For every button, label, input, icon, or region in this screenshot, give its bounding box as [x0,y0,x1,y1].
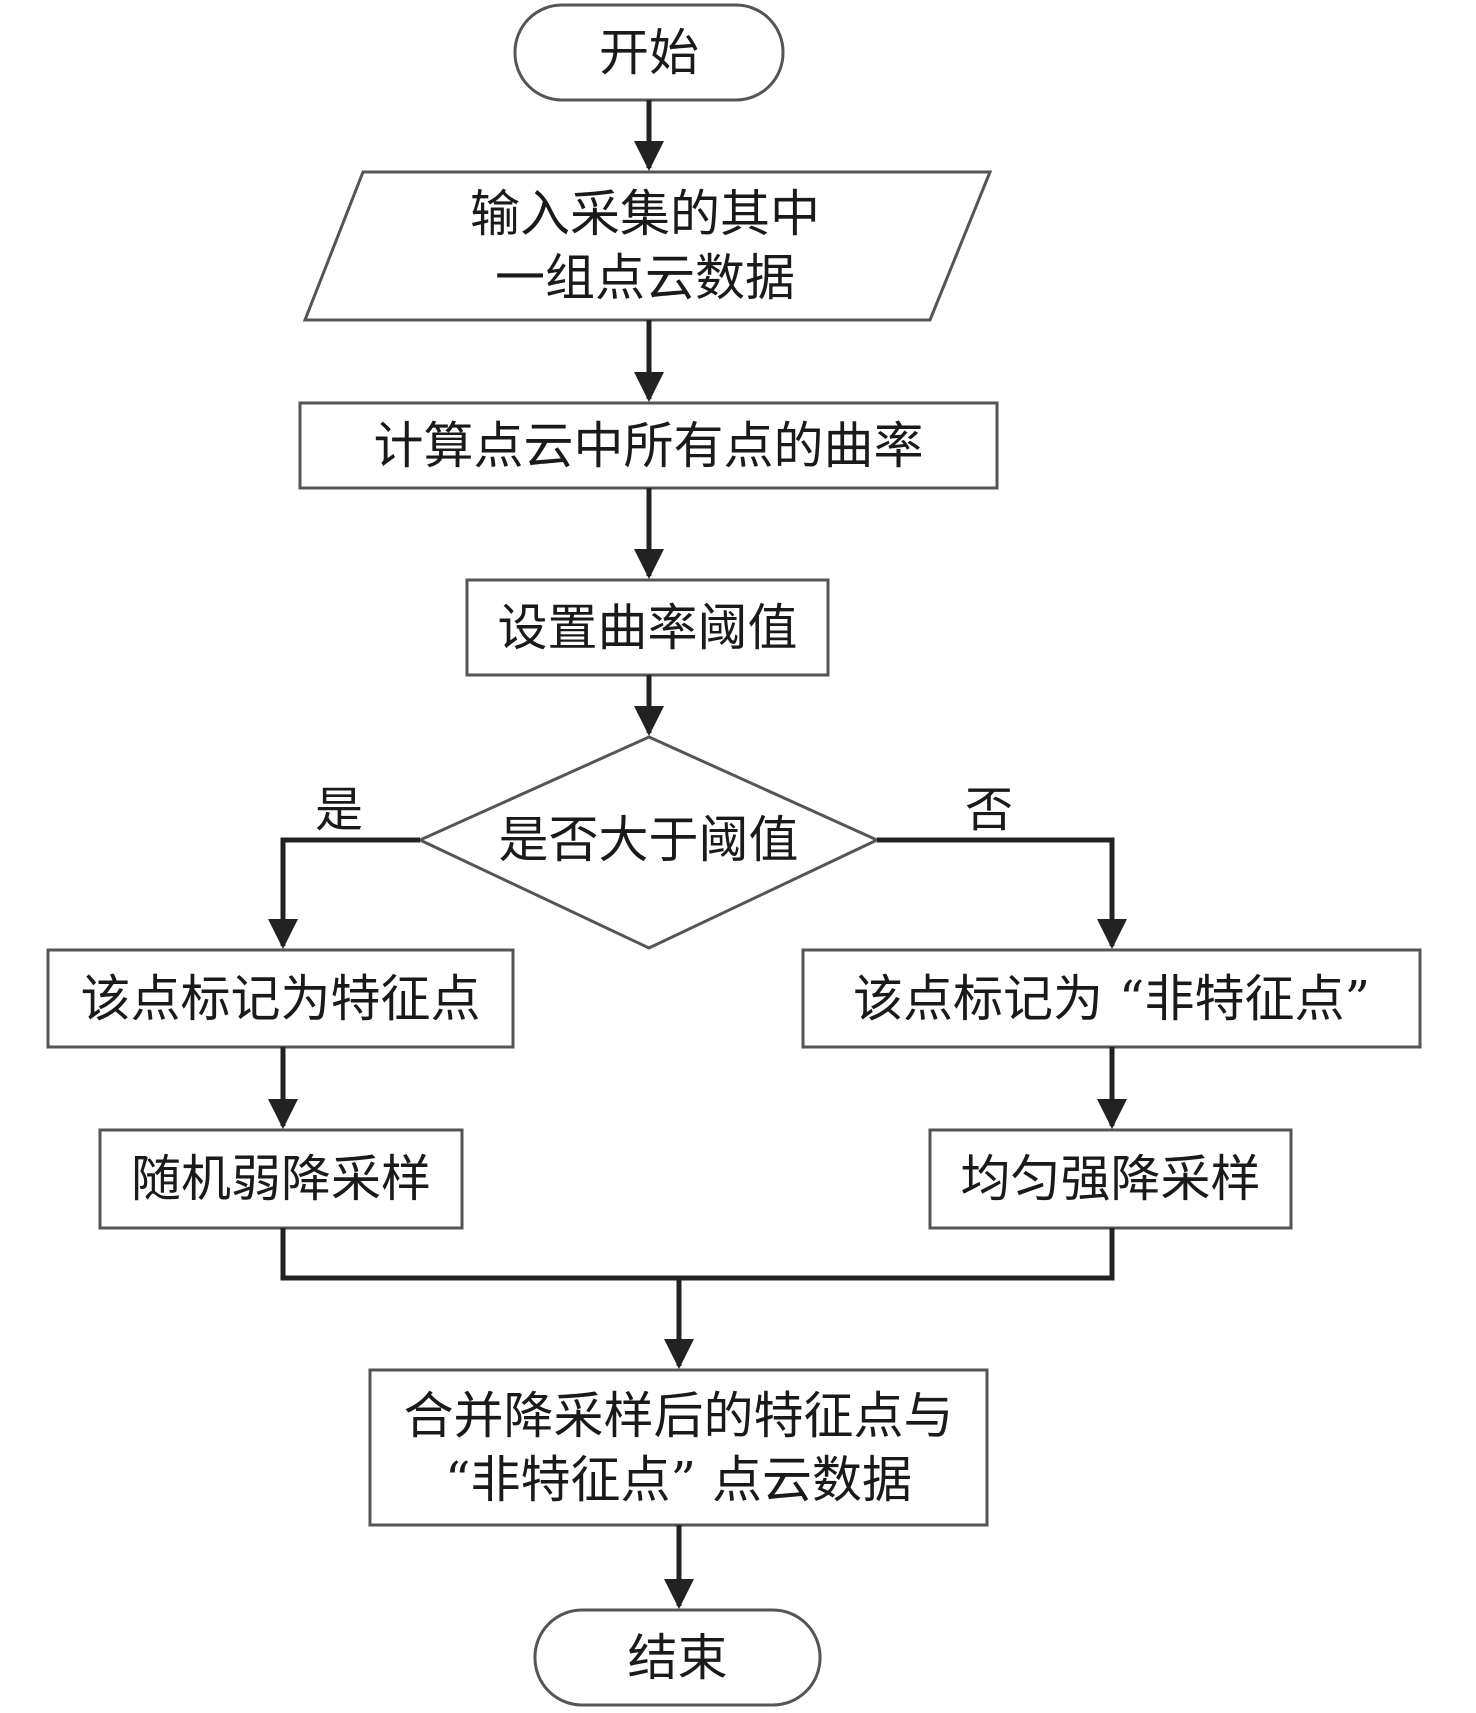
input-text: 输入采集的其中 一组点云数据 [470,185,820,307]
random-weak-text: 随机弱降采样 [131,1150,431,1208]
input-parallelogram [302,170,993,322]
set-threshold-box [465,578,830,677]
edge-decision-no [877,837,1127,949]
mark-feature-box [46,948,515,1049]
compute-text: 计算点云中所有点的曲率 [373,416,924,475]
mark-feature-text: 该点标记为特征点 [80,969,481,1028]
no-label: 否 [965,782,1014,838]
merge-text: 合并降采样后的特征点与 “非特征点” 点云数据 [403,1386,954,1509]
decision-text: 是否大于阈值 [498,811,799,869]
compute-curvature-box [298,401,999,490]
yes-label: 是 [315,782,364,838]
decision-diamond [416,735,881,950]
start-text: 开始 [599,23,699,82]
threshold-text: 设置曲率阈值 [497,598,798,657]
end-text: 结束 [627,1628,728,1687]
uniform-strong-text: 均匀强降采样 [960,1150,1261,1208]
mark-nonfeature-text: 该点标记为 “非特征点” [852,969,1371,1028]
edge-decision-yes [268,837,420,949]
mark-nonfeature-box [801,948,1422,1049]
end-terminal [533,1608,822,1707]
edge-join-line [280,1228,1115,1281]
random-weak-downsample-box [98,1128,464,1230]
